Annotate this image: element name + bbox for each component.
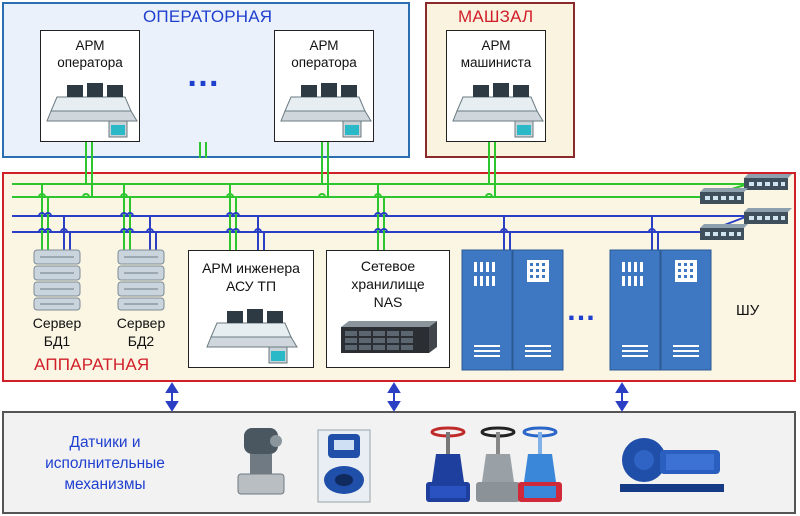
engineer-console-icon — [206, 309, 298, 364]
nas-storage-label: Сетевое хранилище NAS — [351, 258, 425, 310]
driver-workstation-label: АРМ машиниста — [460, 38, 532, 70]
field-devices-title: Датчики и исполнительные механизмы — [45, 434, 165, 493]
nas-device-icon — [341, 321, 437, 353]
server-db1-icon — [33, 249, 81, 311]
operator-room-title: ОПЕРАТОРНАЯ — [143, 7, 273, 26]
machine-hall-title: МАШЗАЛ — [458, 7, 534, 26]
cabinet-3-icon — [609, 249, 661, 371]
driver-workstation-card[interactable]: АРМ машиниста — [446, 30, 546, 142]
cabinet-1-icon — [461, 249, 513, 371]
operator-workstation-1-label: АРМ оператора — [57, 38, 123, 70]
server-db2-label: Сервер БД2 — [116, 315, 166, 349]
gate-valve-gray-icon — [476, 426, 520, 502]
operator-console-1-icon — [46, 83, 138, 138]
cabinet-2-icon — [512, 249, 564, 371]
switch-1-icon — [744, 174, 792, 190]
cabinets-ellipsis: … — [566, 294, 596, 327]
switch-4-icon — [700, 224, 748, 240]
switch-3-icon — [744, 208, 792, 224]
server-db1-label: Сервер БД1 — [32, 315, 82, 349]
gate-valve-red-blue-icon — [518, 426, 562, 502]
operator-workstation-2-card[interactable]: АРМ оператора — [274, 30, 374, 142]
server-db2-icon — [117, 249, 165, 311]
operator-workstation-2-label: АРМ оператора — [291, 38, 357, 70]
equipment-room-title: АППАРАТНАЯ — [34, 355, 150, 374]
engineer-workstation-card[interactable]: АРМ инженера АСУ ТП — [188, 250, 314, 368]
nas-storage-card[interactable]: Сетевое хранилище NAS — [326, 250, 450, 368]
field-link-arrows — [165, 382, 629, 412]
network-switches — [700, 174, 792, 240]
driver-console-icon — [452, 83, 544, 138]
operator-workstations-ellipsis: … — [186, 56, 220, 94]
operator-console-2-icon — [280, 83, 372, 138]
engineer-workstation-label: АРМ инженера АСУ ТП — [202, 260, 300, 294]
centrifugal-pump-icon — [620, 438, 724, 492]
control-cabinets — [461, 249, 712, 371]
flow-meter-icon — [317, 429, 371, 503]
cabinet-4-icon — [660, 249, 712, 371]
gate-valve-blue-icon — [426, 426, 470, 502]
control-cabinets-label: ШУ — [736, 302, 760, 319]
operator-workstation-1-card[interactable]: АРМ оператора — [40, 30, 140, 142]
switch-2-icon — [700, 188, 748, 204]
pressure-transmitter-icon — [237, 428, 285, 495]
